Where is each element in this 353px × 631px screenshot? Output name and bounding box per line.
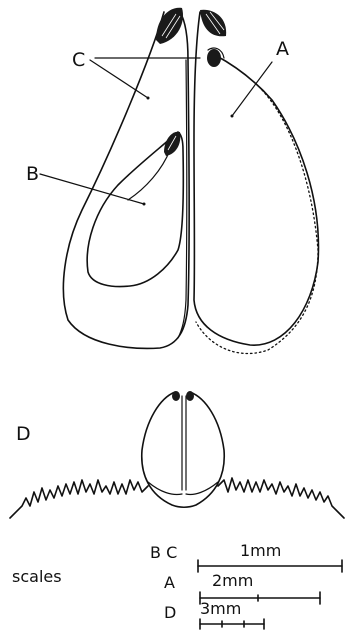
scale-row-bc: B C 1mm [150, 541, 342, 572]
beak-a-icon [200, 10, 226, 37]
label-d: D [16, 423, 31, 445]
scale-row-d: D 3mm [164, 599, 264, 629]
scale-length-a: 2mm [212, 571, 253, 590]
scale-code-d: D [164, 603, 176, 622]
scale-code-bc: B C [150, 543, 177, 562]
specimen-d-outline [142, 391, 225, 507]
valve-b-outline [87, 132, 183, 287]
beak-c-icon [156, 8, 183, 44]
leader-lines [40, 58, 272, 206]
label-b: B [26, 163, 39, 185]
beak-a-inner-icon [207, 48, 224, 67]
scale-row-a: A 2mm [164, 571, 320, 604]
label-c: C [72, 49, 85, 71]
scales-heading: scales [12, 567, 62, 586]
beak-b-icon [164, 132, 180, 156]
scale-code-a: A [164, 573, 175, 592]
scale-length-bc: 1mm [240, 541, 281, 560]
specimen-d-fringe [10, 478, 344, 518]
label-a: A [276, 38, 289, 60]
scale-length-d: 3mm [200, 599, 241, 618]
